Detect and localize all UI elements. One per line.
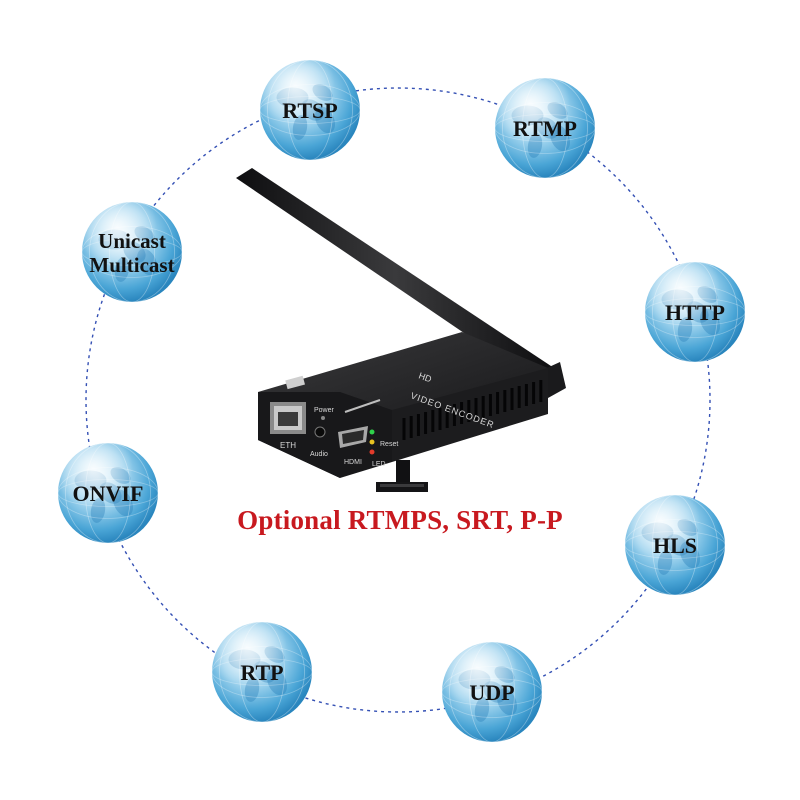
power-label: Power	[314, 407, 335, 414]
led-yellow	[369, 439, 375, 445]
reset-label: Reset	[380, 441, 398, 448]
protocol-globe: RTSP	[259, 59, 361, 161]
globe-highlight	[625, 495, 725, 595]
hdmi-label: HDMI	[344, 459, 362, 466]
globe-highlight	[260, 60, 360, 160]
protocol-label: Unicast	[98, 229, 166, 253]
mount-bracket	[376, 460, 428, 492]
audio-jack	[314, 426, 326, 438]
device-top-label: HD	[417, 370, 433, 384]
ethernet-port	[270, 402, 306, 434]
power-indicator	[321, 416, 325, 420]
protocol-label: ONVIF	[73, 481, 144, 506]
globe-highlight	[442, 642, 542, 742]
protocol-label: HLS	[653, 533, 697, 558]
protocol-label: UDP	[469, 680, 514, 705]
protocol-globe: ONVIF	[57, 442, 159, 544]
hdmi-port	[338, 426, 368, 448]
protocol-globe: RTMP	[494, 77, 596, 179]
video-encoder-device: HD VIDEO ENCODER ETH Power Audio HDMI Re…	[236, 168, 566, 492]
protocol-globe: UDP	[441, 641, 543, 743]
globe-highlight	[58, 443, 158, 543]
protocol-globe: HLS	[624, 494, 726, 596]
tagline: Optional RTMPS, SRT, P-P	[237, 505, 563, 535]
device-badge	[285, 375, 305, 390]
protocol-label: HTTP	[665, 300, 725, 325]
protocol-globe: HTTP	[644, 261, 746, 363]
globe-highlight	[212, 622, 312, 722]
protocol-label: RTSP	[282, 98, 337, 123]
protocol-label: RTMP	[513, 116, 577, 141]
connection-ring	[85, 87, 711, 713]
protocol-globe: RTP	[211, 621, 313, 723]
protocol-label: RTP	[240, 660, 283, 685]
led-red	[369, 449, 375, 455]
protocol-label: Multicast	[89, 253, 174, 277]
side-vents	[402, 380, 543, 440]
globe-highlight	[645, 262, 745, 362]
audio-label: Audio	[310, 451, 328, 458]
eth-label: ETH	[280, 441, 296, 450]
led-label: LED	[372, 461, 386, 468]
globe-highlight	[495, 78, 595, 178]
led-green	[369, 429, 375, 435]
globe-highlight	[82, 202, 182, 302]
